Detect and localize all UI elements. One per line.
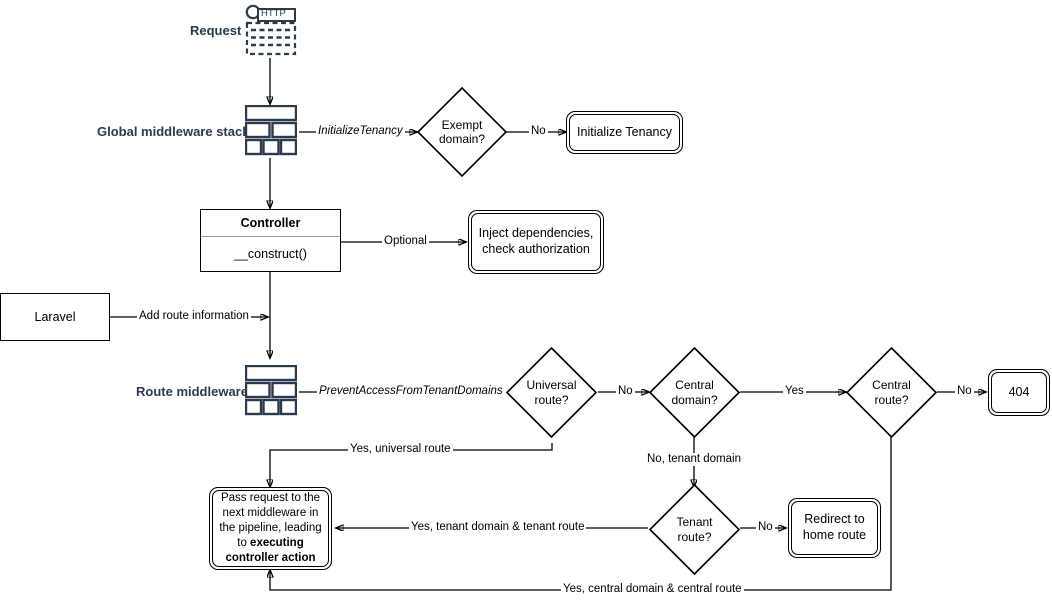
route-middleware-icon <box>244 364 298 417</box>
global-middleware-stack-icon <box>244 104 298 157</box>
node-pass-request-line4-emphasis: executing <box>250 536 304 549</box>
node-404[interactable]: 404 <box>988 369 1050 416</box>
node-pass-request[interactable]: Pass request to the next middleware in t… <box>209 487 332 570</box>
edge-label-initialize-tenancy: InitializeTenancy <box>316 125 405 138</box>
node-pass-request-line5-emphasis: controller action <box>225 551 316 564</box>
node-redirect-home-route-line2: home route <box>802 528 867 542</box>
edge-label-prevent-access: PreventAccessFromTenantDomains <box>317 385 505 398</box>
edge-label-universal-no: No <box>616 385 635 398</box>
node-redirect-home-route[interactable]: Redirect to home route <box>788 498 881 558</box>
edge-label-yes-tenant-domain-tenant-route: Yes, tenant domain & tenant route <box>409 521 587 534</box>
global-middleware-stack-label: Global middleware stack <box>97 124 250 139</box>
node-laravel-label: Laravel <box>34 310 76 324</box>
edge-label-optional: Optional <box>382 235 429 248</box>
edge-label-exempt-no: No <box>529 125 548 138</box>
node-404-label: 404 <box>991 372 1047 413</box>
edge-label-add-route-information: Add route information <box>137 310 251 323</box>
edge-label-yes-central-domain-central-route: Yes, central domain & central route <box>561 583 744 596</box>
node-initialize-tenancy[interactable]: Initialize Tenancy <box>566 111 683 154</box>
node-pass-request-line4: to executing <box>237 536 303 551</box>
node-pass-request-line4-prefix: to <box>237 536 251 549</box>
http-request-icon: HTTP <box>245 4 297 56</box>
node-redirect-home-route-line1: Redirect to <box>804 512 865 527</box>
edge-label-central-domain-yes: Yes <box>783 385 806 398</box>
decision-universal-route[interactable]: Universal route? <box>505 346 598 439</box>
decision-central-domain[interactable]: Central domain? <box>648 346 741 439</box>
edge-label-no-tenant-domain: No, tenant domain <box>645 453 743 466</box>
node-controller-method: __construct() <box>234 247 307 261</box>
decision-central-route[interactable]: Central route? <box>845 346 938 439</box>
node-pass-request-line2: next middleware in <box>222 507 319 520</box>
request-label: Request <box>190 23 242 38</box>
node-inject-dependencies[interactable]: Inject dependencies, check authorization <box>468 210 604 274</box>
decision-tenant-route[interactable]: Tenant route? <box>648 483 741 576</box>
node-laravel[interactable]: Laravel <box>0 293 110 341</box>
node-pass-request-line1: Pass request to the <box>220 492 321 505</box>
http-icon-caption: HTTP <box>261 8 286 19</box>
node-pass-request-line3: the pipeline, leading <box>219 522 322 535</box>
node-controller-title: Controller <box>201 210 340 237</box>
node-inject-dependencies-line2: check authorization <box>482 242 590 256</box>
route-middleware-label: Route middleware <box>136 384 248 399</box>
node-inject-dependencies-line1: Inject dependencies, <box>478 226 594 241</box>
edge-label-tenant-route-no: No <box>756 521 775 534</box>
edge-label-yes-universal-route: Yes, universal route <box>348 443 453 456</box>
node-controller[interactable]: Controller __construct() <box>200 209 341 272</box>
decision-exempt-domain[interactable]: Exempt domain? <box>416 86 508 178</box>
node-initialize-tenancy-label: Initialize Tenancy <box>569 114 680 151</box>
edge-label-central-route-no: No <box>955 385 974 398</box>
